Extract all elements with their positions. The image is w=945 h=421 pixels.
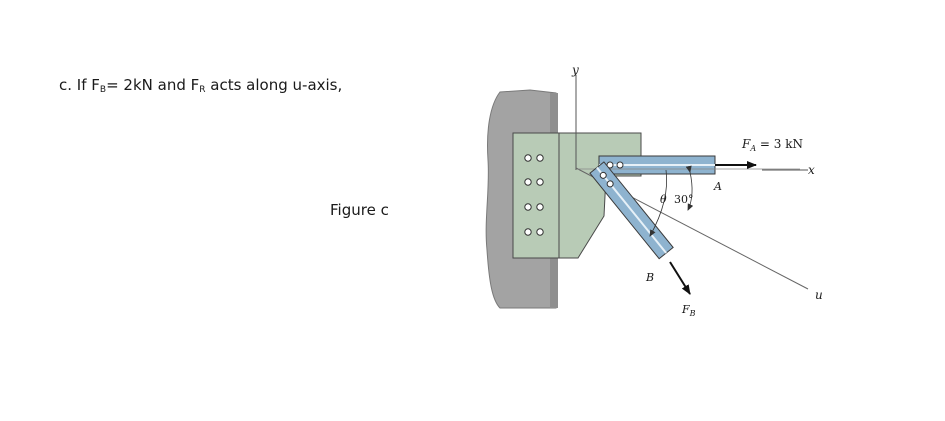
bolt-group — [524, 154, 544, 236]
point-a-label: A — [713, 180, 722, 193]
fa-label: FA = 3 kN — [741, 137, 803, 153]
bolt-plate — [512, 132, 560, 259]
fb-arrow — [669, 261, 691, 295]
y-axis-label: y — [571, 63, 579, 77]
fb-label: FB — [681, 303, 696, 318]
question-mid: = 2kN and F — [106, 76, 200, 94]
u-axis-label: u — [815, 288, 823, 302]
figure-caption: Figure c — [330, 201, 389, 219]
point-b-label: B — [645, 271, 654, 284]
question-text: c. If FB= 2kN and FR acts along u-axis, — [59, 76, 342, 95]
angle-30-arc — [685, 165, 694, 211]
fb-subscript: B — [99, 85, 107, 95]
question-suffix: acts along u-axis, — [205, 76, 343, 94]
question-prefix: c. If F — [59, 76, 100, 94]
angle-30-label: 30° — [674, 193, 694, 206]
x-axis-label: x — [808, 163, 815, 177]
theta-arc — [649, 169, 667, 237]
theta-label: θ — [660, 193, 667, 206]
fr-subscript: R — [199, 85, 206, 95]
